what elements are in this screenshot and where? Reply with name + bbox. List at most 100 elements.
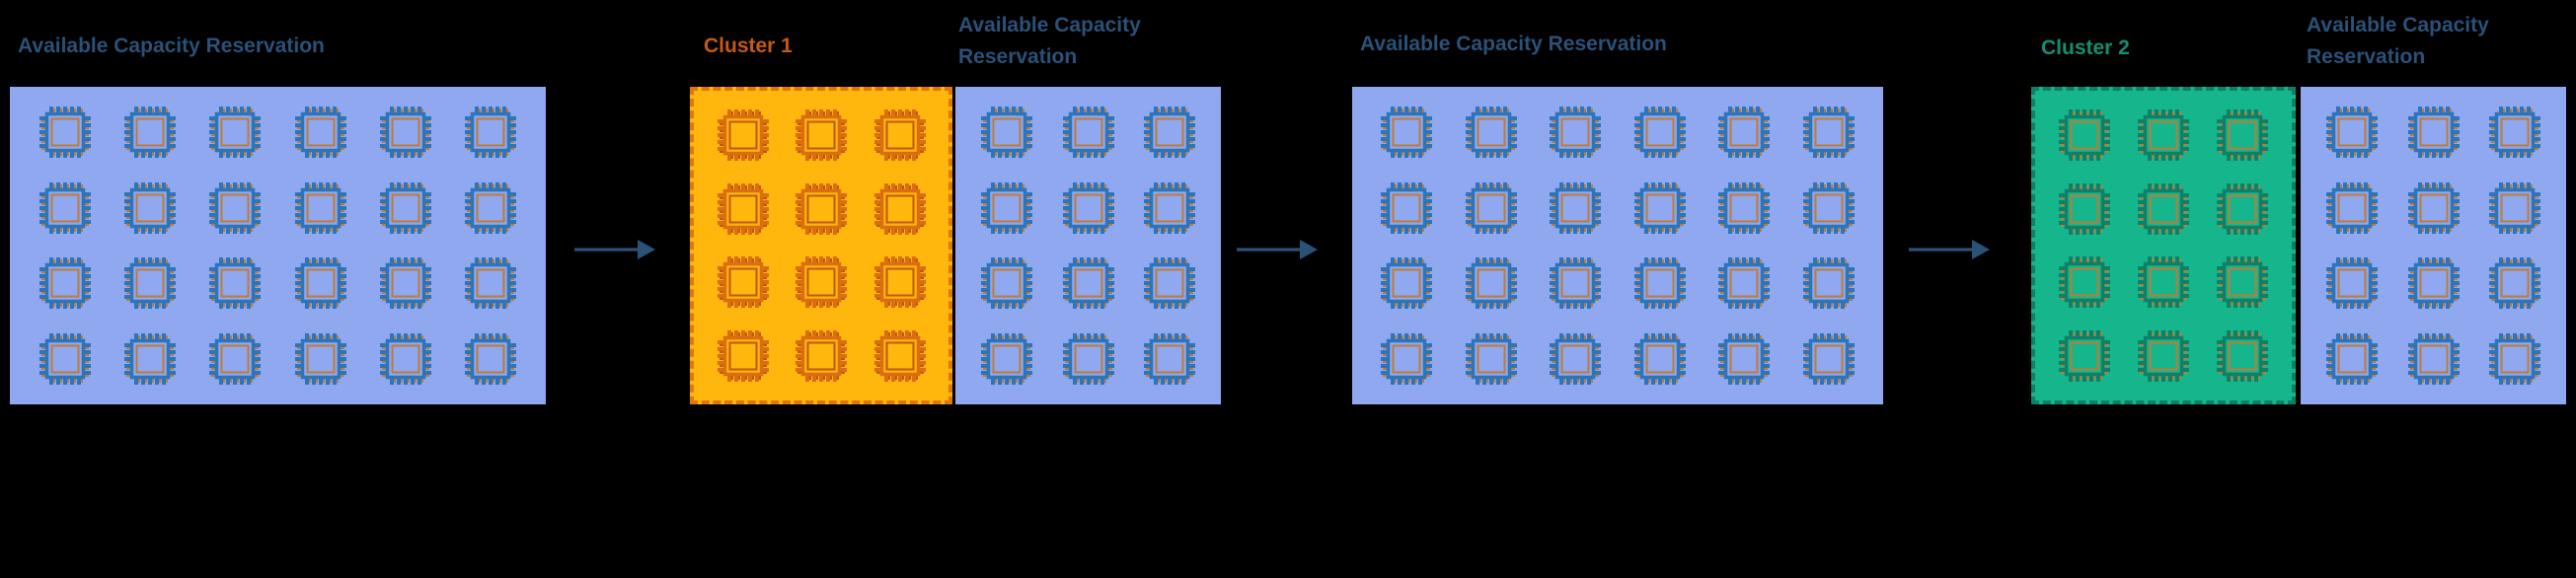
stage3-reservation-box <box>1352 87 1883 404</box>
processor-chip-icon <box>124 181 177 234</box>
processor-chip-icon <box>379 257 431 310</box>
processor-chip-icon <box>1381 181 1433 234</box>
processor-chip-icon <box>1062 181 1114 234</box>
cluster1-label: Cluster 1 <box>704 35 793 57</box>
stage1-chip-grid <box>10 87 546 404</box>
processor-chip-icon <box>294 257 346 310</box>
processor-chip-icon <box>2138 182 2189 235</box>
processor-chip-icon <box>39 257 92 310</box>
right-arrow-icon <box>572 237 657 262</box>
processor-chip-icon <box>1802 107 1855 159</box>
processor-chip-icon <box>1465 332 1517 385</box>
processor-chip-icon <box>2488 181 2540 234</box>
processor-chip-icon <box>796 330 847 383</box>
processor-chip-icon <box>1143 107 1195 159</box>
processor-chip-icon <box>2138 256 2189 309</box>
processor-chip-icon <box>294 181 346 234</box>
processor-chip-icon <box>464 107 516 159</box>
cluster1-box <box>690 87 952 404</box>
processor-chip-icon <box>2488 107 2540 159</box>
processor-chip-icon <box>2326 181 2379 234</box>
processor-chip-icon <box>1062 107 1114 159</box>
processor-chip-icon <box>1465 181 1517 234</box>
processor-chip-icon <box>2059 256 2110 309</box>
processor-chip-icon <box>2407 107 2460 159</box>
processor-chip-icon <box>1143 332 1195 385</box>
stage2-reservation-title: Available Capacity Reservation <box>958 14 1141 68</box>
cluster2-box <box>2031 87 2296 404</box>
processor-chip-icon <box>209 107 262 159</box>
processor-chip-icon <box>1802 257 1855 310</box>
processor-chip-icon <box>39 107 92 159</box>
stage3-chip-grid <box>1352 87 1883 404</box>
cluster1-chip-grid <box>694 91 948 400</box>
stage3-reservation-title: Available Capacity Reservation <box>1360 33 1667 55</box>
processor-chip-icon <box>2326 107 2379 159</box>
processor-chip-icon <box>1718 332 1771 385</box>
processor-chip-icon <box>2059 182 2110 235</box>
processor-chip-icon <box>1633 107 1686 159</box>
processor-chip-icon <box>2217 256 2268 309</box>
processor-chip-icon <box>2059 108 2110 161</box>
processor-chip-icon <box>1718 181 1771 234</box>
processor-chip-icon <box>1143 181 1195 234</box>
processor-chip-icon <box>39 332 92 385</box>
stage4-reservation-box <box>2301 87 2566 404</box>
processor-chip-icon <box>1465 107 1517 159</box>
processor-chip-icon <box>717 182 769 235</box>
processor-chip-icon <box>124 107 177 159</box>
processor-chip-icon <box>873 108 926 161</box>
processor-chip-icon <box>1381 332 1433 385</box>
processor-chip-icon <box>981 107 1033 159</box>
processor-chip-icon <box>2138 330 2189 383</box>
processor-chip-icon <box>981 181 1033 234</box>
processor-chip-icon <box>1062 332 1114 385</box>
processor-chip-icon <box>209 257 262 310</box>
processor-chip-icon <box>464 257 516 310</box>
processor-chip-icon <box>1550 257 1602 310</box>
processor-chip-icon <box>1550 332 1602 385</box>
processor-chip-icon <box>717 330 769 383</box>
processor-chip-icon <box>2326 332 2379 385</box>
right-arrow-icon <box>1235 237 1320 262</box>
processor-chip-icon <box>1718 257 1771 310</box>
processor-chip-icon <box>209 332 262 385</box>
processor-chip-icon <box>1802 181 1855 234</box>
processor-chip-icon <box>717 108 769 161</box>
processor-chip-icon <box>2488 332 2540 385</box>
processor-chip-icon <box>1633 181 1686 234</box>
stage4-reservation-title: Available Capacity Reservation <box>2307 14 2489 68</box>
processor-chip-icon <box>981 257 1033 310</box>
processor-chip-icon <box>873 182 926 235</box>
processor-chip-icon <box>2217 108 2268 161</box>
processor-chip-icon <box>2407 181 2460 234</box>
processor-chip-icon <box>796 256 847 309</box>
processor-chip-icon <box>717 256 769 309</box>
processor-chip-icon <box>294 332 346 385</box>
processor-chip-icon <box>1718 107 1771 159</box>
stage1-reservation-title: Available Capacity Reservation <box>18 35 325 57</box>
stage4-chip-grid <box>2301 87 2566 404</box>
stage2-chip-grid <box>955 87 1221 404</box>
processor-chip-icon <box>1633 332 1686 385</box>
processor-chip-icon <box>1550 107 1602 159</box>
processor-chip-icon <box>796 108 847 161</box>
processor-chip-icon <box>464 332 516 385</box>
cluster2-chip-grid <box>2035 91 2292 400</box>
right-arrow-icon <box>1907 237 1992 262</box>
processor-chip-icon <box>1465 257 1517 310</box>
processor-chip-icon <box>1062 257 1114 310</box>
processor-chip-icon <box>1143 257 1195 310</box>
processor-chip-icon <box>124 257 177 310</box>
processor-chip-icon <box>1381 257 1433 310</box>
processor-chip-icon <box>1381 107 1433 159</box>
processor-chip-icon <box>2138 108 2189 161</box>
processor-chip-icon <box>2488 257 2540 310</box>
processor-chip-icon <box>2217 182 2268 235</box>
processor-chip-icon <box>209 181 262 234</box>
processor-chip-icon <box>796 182 847 235</box>
processor-chip-icon <box>981 332 1033 385</box>
processor-chip-icon <box>379 107 431 159</box>
processor-chip-icon <box>2407 332 2460 385</box>
